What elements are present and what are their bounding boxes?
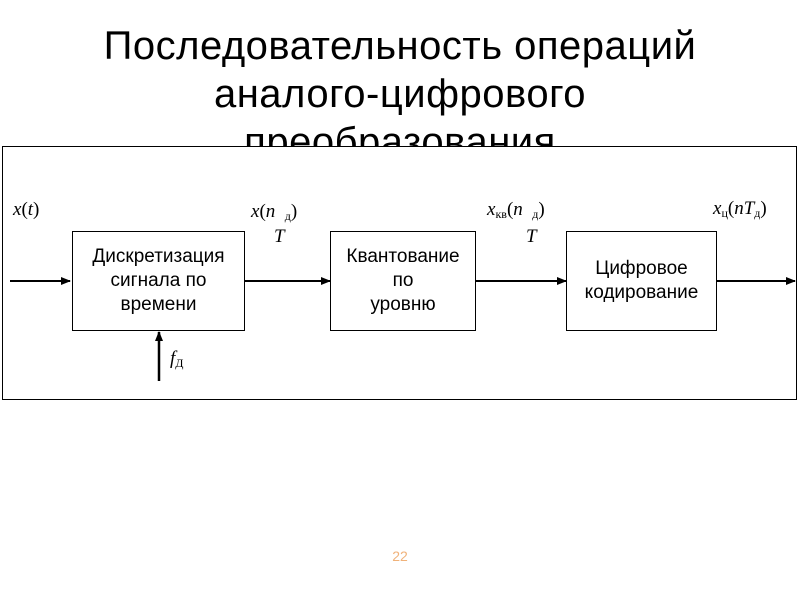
quantization-block: Квантование по уровню [330, 231, 476, 331]
quantization-label-3: уровню [370, 294, 436, 315]
sampling-label-3: времени [120, 294, 197, 315]
sampled-signal-period: T [274, 226, 285, 247]
clock-frequency-label: fД [170, 348, 184, 370]
input-signal-label: x(t) [13, 199, 40, 220]
coding-label-2: кодирование [584, 282, 699, 303]
coding-block: Цифровое кодирование [566, 231, 717, 331]
page-number: 22 [392, 548, 408, 564]
quantized-signal-period: T [526, 226, 537, 247]
quantized-signal-label: xкв(n д) [487, 199, 545, 221]
quantization-label-2: по [392, 270, 414, 291]
digital-signal-label: xц(nTд) [713, 198, 767, 220]
title-area: Последовательность операций аналого-цифр… [0, 0, 800, 146]
sampling-label-1: Дискретизация [92, 246, 225, 267]
coding-label-1: Цифровое [595, 258, 688, 279]
sampling-block: Дискретизация сигнала по времени [72, 231, 245, 331]
title-line-1: Последовательность операций [103, 24, 697, 68]
sampled-signal-label: x(n д) [251, 201, 298, 223]
slide-title: Последовательность операций аналого-цифр… [0, 22, 800, 146]
title-line-3: преобразования [244, 120, 556, 146]
title-line-2: аналого-цифрового [213, 72, 587, 116]
quantization-label-1: Квантование [346, 246, 460, 267]
sampling-label-2: сигнала по [110, 270, 207, 291]
